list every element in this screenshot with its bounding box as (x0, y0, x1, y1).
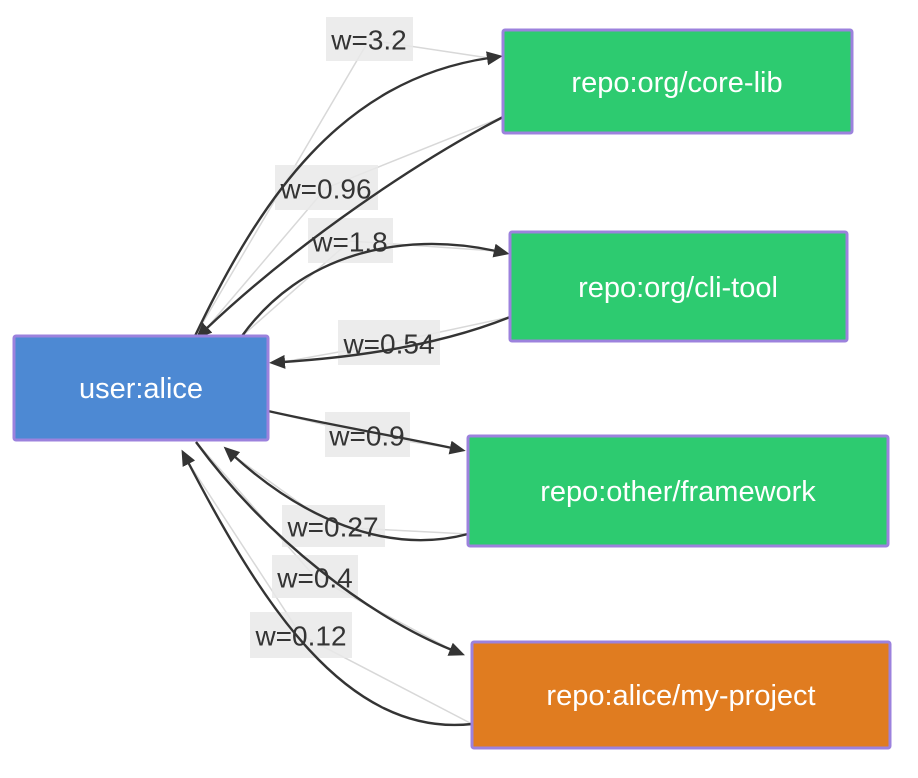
edge-weight-label: w=0.9 (328, 421, 405, 452)
edge-weight-label: w=1.8 (311, 227, 388, 258)
edge-weight-label: w=0.54 (342, 329, 434, 360)
edge-weight-label-bg (325, 412, 410, 457)
edge-labels: w=3.2 w=0.96 w=1.8 w=0.54 w=0.9 w=0.27 w… (254, 25, 434, 652)
edge-weight-label: w=3.2 (330, 25, 407, 56)
node-label: repo:other/framework (540, 476, 816, 508)
node-box (466, 434, 890, 548)
nodes: user:alice repo:org/core-lib repo:org/cl… (12, 28, 892, 750)
edge-weight-label: w=0.27 (286, 512, 378, 543)
node-repo-other-framework[interactable]: repo:other/framework (466, 434, 890, 548)
edge-weight-label: w=0.4 (276, 563, 353, 594)
edge-weight-label-bg (272, 555, 358, 598)
node-repo-alice-my-project[interactable]: repo:alice/my-project (470, 640, 892, 750)
node-box (470, 640, 892, 750)
node-label: user:alice (79, 373, 203, 405)
edge-weight-label-bg (282, 505, 385, 547)
edge-weight-label-bg (250, 612, 352, 658)
edge-weight-label: w=0.12 (254, 621, 346, 652)
edges (181, 51, 511, 727)
edge-repo-org-cli-tool-to-user-alice[interactable] (269, 315, 511, 369)
edge-weight-label: w=0.96 (279, 174, 371, 205)
edge-user-alice-to-repo-other-framework[interactable] (267, 409, 466, 455)
edge-user-alice-to-repo-org-cli-tool[interactable] (241, 242, 510, 337)
node-box (508, 230, 849, 343)
node-box (12, 334, 270, 442)
node-repo-org-core-lib[interactable]: repo:org/core-lib (501, 28, 854, 135)
node-label: repo:alice/my-project (546, 680, 815, 712)
node-user-alice[interactable]: user:alice (12, 334, 270, 442)
edge-repo-org-core-lib-to-user-alice[interactable] (195, 115, 504, 339)
edge-repo-other-framework-to-user-alice[interactable] (223, 446, 469, 542)
node-label: repo:org/cli-tool (578, 272, 778, 304)
edge-repo-alice-my-project-to-user-alice[interactable] (181, 449, 473, 727)
edge-user-alice-to-repo-alice-my-project[interactable] (195, 441, 465, 656)
edge-weight-label-bg (326, 17, 413, 61)
edge-label-backgrounds (250, 17, 440, 658)
node-label: repo:org/core-lib (571, 67, 782, 99)
node-box (501, 28, 854, 135)
edge-weight-label-bg (275, 165, 378, 210)
edge-user-alice-to-repo-org-core-lib[interactable] (193, 51, 503, 337)
node-repo-org-cli-tool[interactable]: repo:org/cli-tool (508, 230, 849, 343)
